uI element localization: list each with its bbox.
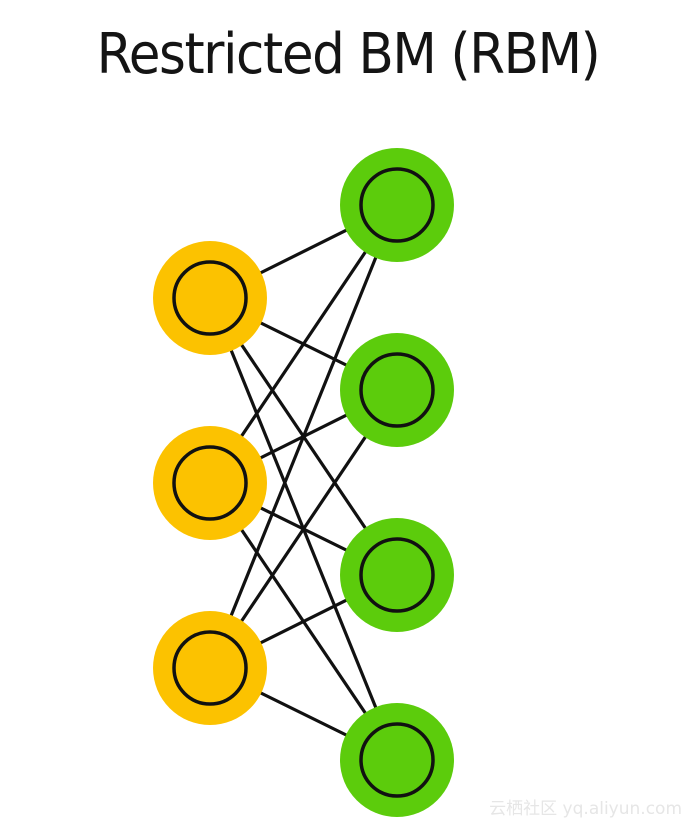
visible-node-v2 — [153, 426, 267, 540]
nodes — [153, 148, 454, 817]
visible-node-v3 — [153, 611, 267, 725]
diagram-title: Restricted BM (RBM) — [96, 22, 601, 87]
hidden-node-h3 — [340, 518, 454, 632]
watermark: 云栖社区 yq.aliyun.com — [489, 799, 682, 819]
hidden-node-h1 — [340, 148, 454, 262]
visible-node-v1 — [153, 241, 267, 355]
hidden-node-h2 — [340, 333, 454, 447]
edge-v3-h1 — [208, 204, 399, 669]
hidden-node-h4 — [340, 703, 454, 817]
